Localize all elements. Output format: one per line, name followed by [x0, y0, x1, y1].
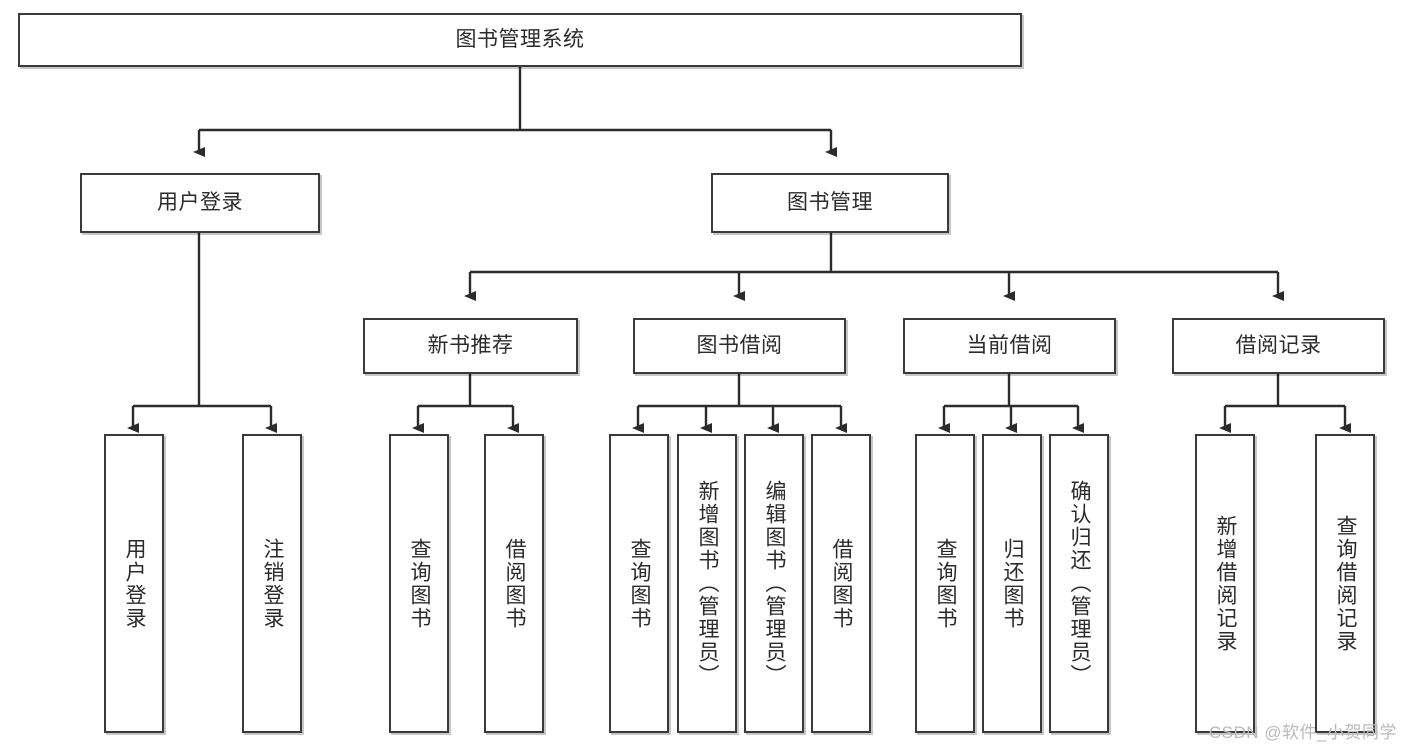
leaf-user-login[interactable]: 用户登录: [104, 434, 164, 733]
leaf-current-confirm-return-admin[interactable]: 确认归还（管理员）: [1049, 434, 1109, 733]
node-book-management[interactable]: 图书管理: [711, 173, 949, 233]
leaf-borrow-add-book-admin[interactable]: 新增图书（管理员）: [677, 434, 737, 733]
leaf-records-query-record[interactable]: 查询借阅记录: [1315, 434, 1375, 733]
node-label: 当前借阅: [966, 334, 1053, 358]
node-label: 新增借阅记录: [1214, 514, 1238, 653]
node-label: 归还图书: [1001, 537, 1025, 630]
leaf-current-query-book[interactable]: 查询图书: [915, 434, 975, 733]
node-label: 图书管理系统: [455, 28, 585, 52]
node-label: 借阅记录: [1235, 334, 1322, 358]
csdn-watermark: CSDN @软件_小贺同学: [1208, 723, 1397, 742]
leaf-records-add-record[interactable]: 新增借阅记录: [1195, 434, 1255, 733]
node-label: 查询借阅记录: [1334, 514, 1358, 653]
node-label: 新书推荐: [427, 334, 514, 358]
node-root-book-management-system[interactable]: 图书管理系统: [18, 13, 1022, 67]
leaf-logout[interactable]: 注销登录: [242, 434, 302, 733]
leaf-newbooks-borrow-book[interactable]: 借阅图书: [484, 434, 544, 733]
node-label: 查询图书: [628, 537, 652, 630]
leaf-borrow-query-book[interactable]: 查询图书: [609, 434, 669, 733]
leaf-current-return-book[interactable]: 归还图书: [982, 434, 1042, 733]
node-label: 用户登录: [157, 191, 243, 215]
node-label: 借阅图书: [503, 537, 527, 630]
node-borrow-records[interactable]: 借阅记录: [1172, 318, 1385, 374]
node-label: 图书借阅: [696, 334, 783, 358]
node-label: 新增图书（管理员）: [696, 480, 720, 687]
node-label: 借阅图书: [830, 537, 854, 630]
node-current-borrow[interactable]: 当前借阅: [903, 318, 1116, 374]
node-new-book-recommend[interactable]: 新书推荐: [363, 318, 578, 374]
node-label: 查询图书: [934, 537, 958, 630]
leaf-borrow-borrow-book[interactable]: 借阅图书: [811, 434, 871, 733]
node-label: 用户登录: [123, 537, 147, 630]
node-label: 编辑图书（管理员）: [763, 480, 787, 687]
node-user-login[interactable]: 用户登录: [80, 173, 320, 233]
node-book-borrow[interactable]: 图书借阅: [633, 318, 846, 374]
node-label: 查询图书: [408, 537, 432, 630]
node-label: 确认归还（管理员）: [1068, 480, 1092, 687]
leaf-newbooks-query-book[interactable]: 查询图书: [389, 434, 449, 733]
leaf-borrow-edit-book-admin[interactable]: 编辑图书（管理员）: [744, 434, 804, 733]
node-label: 注销登录: [261, 537, 285, 630]
node-label: 图书管理: [787, 191, 873, 215]
